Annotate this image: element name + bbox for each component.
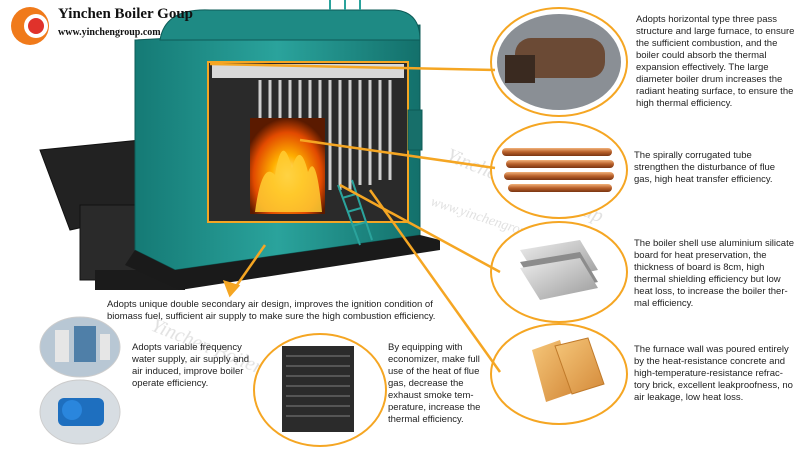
caption-three-pass: Adopts horizontal type three pass struct… bbox=[636, 14, 795, 109]
boiler-base bbox=[125, 235, 440, 290]
corrugated-tube-1 bbox=[502, 148, 612, 156]
caption-corrugated-tube: The spirally corrugated tube strengthen … bbox=[634, 150, 776, 185]
corrugated-tube-2 bbox=[506, 160, 614, 168]
caption-aluminium-board: The boiler shell use aluminium silicate … bbox=[634, 238, 794, 309]
top-railing bbox=[329, 0, 361, 10]
caption-economizer: By equipping with economizer, make full … bbox=[388, 342, 481, 425]
brand-name: Yinchen Boiler Goup bbox=[58, 6, 194, 22]
flame bbox=[255, 150, 322, 212]
ladder bbox=[337, 179, 373, 246]
brand-website: www.yinchengroup.com bbox=[58, 27, 161, 38]
brick-2 bbox=[554, 337, 605, 395]
callout-corrugated-tube bbox=[490, 121, 628, 219]
callout-furnace-wall bbox=[490, 323, 628, 425]
boiler-drum bbox=[159, 9, 421, 41]
caption-furnace-wall: The furnace wall was poured entirely by … bbox=[634, 344, 793, 403]
corrugated-tube-4 bbox=[508, 184, 612, 192]
photo-fan bbox=[39, 379, 121, 445]
photo-water-pump bbox=[39, 316, 121, 378]
brand-logo-icon bbox=[11, 7, 49, 45]
callout-three-pass bbox=[490, 7, 628, 117]
access-door bbox=[407, 109, 423, 151]
photo-economizer bbox=[253, 333, 387, 447]
boiler bbox=[39, 0, 440, 290]
callout-pointers bbox=[209, 62, 502, 373]
corrugated-tube-3 bbox=[504, 172, 614, 180]
callout-aluminium-board bbox=[490, 221, 628, 323]
caption-variable-frequency: Adopts variable frequency water supply, … bbox=[132, 342, 250, 389]
caption-secondary-air: Adopts unique double secondary air desig… bbox=[107, 299, 436, 322]
